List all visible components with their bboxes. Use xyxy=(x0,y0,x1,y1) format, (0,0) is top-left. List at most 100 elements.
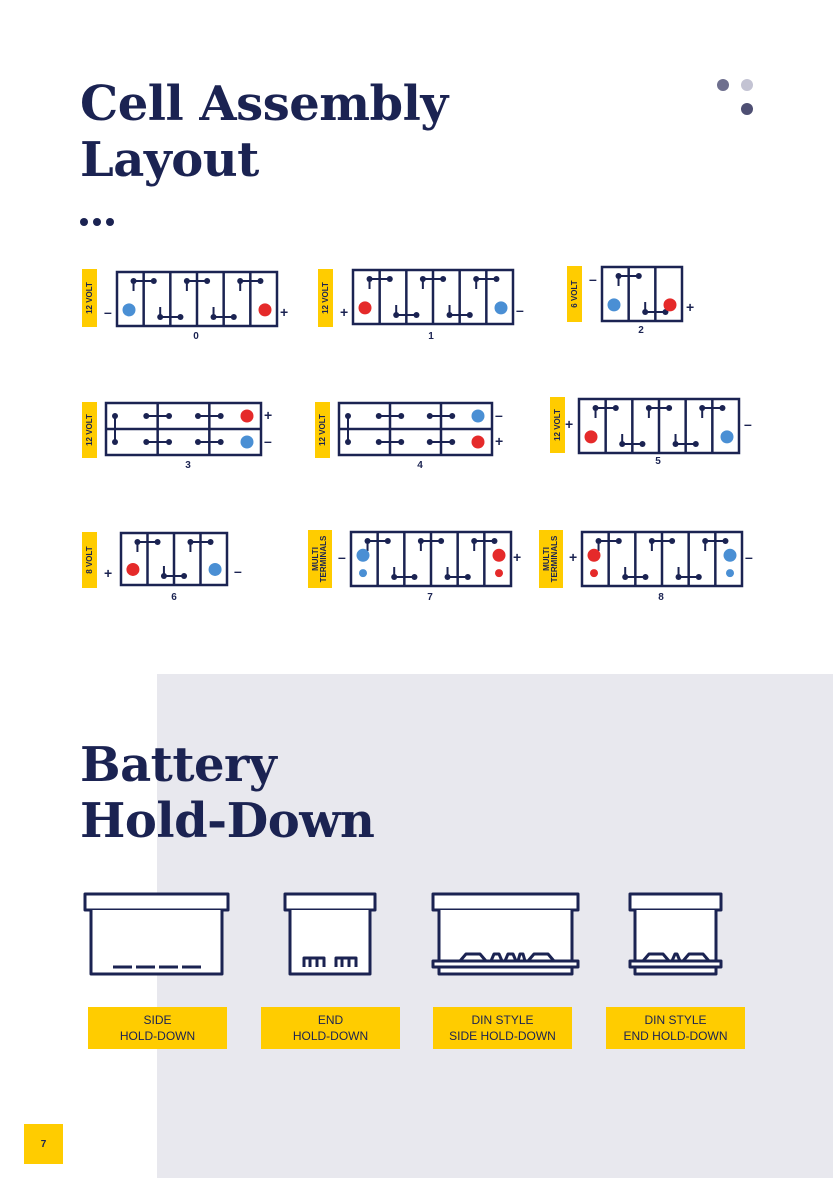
right-terminal-post xyxy=(258,303,272,317)
side-hold-down-icon xyxy=(82,891,232,981)
right-terminal-post xyxy=(492,548,506,562)
section-title-battery-hold-down: Battery Hold-Down xyxy=(80,737,375,849)
battery-cell-diagram xyxy=(337,401,494,457)
voltage-label: 12 VOLT xyxy=(82,269,97,327)
connector-dot xyxy=(112,413,118,419)
left-terminal-sign: – xyxy=(589,271,597,287)
battery-outline xyxy=(600,265,684,323)
left-terminal-post xyxy=(122,303,136,317)
connector-dot xyxy=(143,413,150,419)
left-terminal-post xyxy=(356,548,370,562)
connector-dot xyxy=(438,538,445,544)
right-terminal-sign: + xyxy=(280,304,289,320)
connector-dot xyxy=(194,439,201,445)
connector-dot xyxy=(449,413,456,419)
din-end-hold-down-icon xyxy=(627,891,725,981)
connector-dot xyxy=(181,573,188,579)
right-terminal-post xyxy=(720,430,734,444)
voltage-label: 12 VOLT xyxy=(315,402,330,458)
left-terminal-post xyxy=(126,562,140,576)
layout-number: 0 xyxy=(193,331,199,342)
layout-number: 1 xyxy=(428,331,434,342)
bottom-terminal-sign: + xyxy=(495,433,504,449)
left-terminal-post xyxy=(358,301,372,315)
connector-dot xyxy=(230,314,237,320)
connector-dot xyxy=(411,574,418,580)
connector-dot xyxy=(413,312,420,318)
connector-dot xyxy=(426,413,433,419)
bottom-terminal-sign: – xyxy=(264,433,272,449)
connector-dot xyxy=(204,278,211,284)
connector-dot xyxy=(719,405,726,411)
connector-dot xyxy=(669,538,676,544)
right-terminal-post xyxy=(208,562,222,576)
connector-dot xyxy=(635,273,642,279)
left-terminal-sign: – xyxy=(104,304,112,320)
top-terminal-sign: – xyxy=(495,407,503,423)
connector-dot xyxy=(466,312,473,318)
voltage-label: 12 VOLT xyxy=(82,402,97,458)
connector-dot xyxy=(150,278,157,284)
right-terminal-sign: – xyxy=(745,549,753,565)
left-terminal-sign: + xyxy=(569,549,578,565)
top-terminal-sign: + xyxy=(264,407,273,423)
ellipsis-dots xyxy=(80,218,114,226)
connector-dot xyxy=(166,413,173,419)
voltage-label: 12 VOLT xyxy=(318,269,333,327)
layout-number: 6 xyxy=(171,592,177,603)
left-terminal-post xyxy=(587,548,601,562)
layout-number: 4 xyxy=(417,460,423,471)
connector-dot xyxy=(440,276,447,282)
connector-dot xyxy=(386,276,393,282)
battery-cell-diagram xyxy=(351,268,515,326)
right-secondary-terminal-post xyxy=(726,569,734,578)
connector-dot xyxy=(695,574,702,580)
connector-dot xyxy=(384,538,391,544)
connector-dot xyxy=(642,574,649,580)
connector-dot xyxy=(257,278,264,284)
connector-dot xyxy=(375,439,382,445)
top-terminal-post xyxy=(240,409,254,423)
battery-cell-diagram xyxy=(580,530,744,588)
connector-dot xyxy=(449,439,456,445)
connector-dot xyxy=(426,439,433,445)
left-terminal-post xyxy=(584,430,598,444)
bottom-terminal-post xyxy=(471,435,485,449)
connector-dot xyxy=(464,574,471,580)
layout-number: 7 xyxy=(427,592,433,603)
right-terminal-post xyxy=(494,301,508,315)
connector-dot xyxy=(166,439,173,445)
battery-cell-diagram xyxy=(119,531,229,587)
connector-dot xyxy=(722,538,729,544)
battery-cell-diagram xyxy=(104,401,263,457)
voltage-label: 8 VOLT xyxy=(82,532,97,588)
left-terminal-post xyxy=(607,298,621,312)
left-terminal-sign: – xyxy=(338,549,346,565)
layout-number: 2 xyxy=(638,325,644,336)
voltage-label: 12 VOLT xyxy=(550,397,565,453)
top-terminal-post xyxy=(471,409,485,423)
battery-cell-diagram xyxy=(577,397,741,455)
corner-dots-decoration xyxy=(717,79,757,119)
hold-down-label-din-side: DIN STYLE SIDE HOLD-DOWN xyxy=(433,1007,572,1049)
connector-dot xyxy=(112,439,118,445)
right-terminal-sign: + xyxy=(513,549,522,565)
page-number-badge: 7 xyxy=(24,1124,63,1164)
hold-down-label-end: END HOLD-DOWN xyxy=(261,1007,400,1049)
connector-dot xyxy=(207,539,214,545)
connector-dot xyxy=(639,441,646,447)
left-terminal-sign: + xyxy=(340,304,349,320)
layout-number: 3 xyxy=(185,460,191,471)
connector-dot xyxy=(692,441,699,447)
right-terminal-sign: – xyxy=(744,416,752,432)
left-terminal-sign: + xyxy=(104,565,113,581)
voltage-label: 6 VOLT xyxy=(567,266,582,322)
connector-dot xyxy=(398,439,405,445)
right-terminal-sign: + xyxy=(686,299,695,315)
battery-cell-diagram xyxy=(600,265,684,323)
left-terminal-sign: + xyxy=(565,416,574,432)
layout-number: 5 xyxy=(655,456,661,467)
right-terminal-post xyxy=(663,298,677,312)
